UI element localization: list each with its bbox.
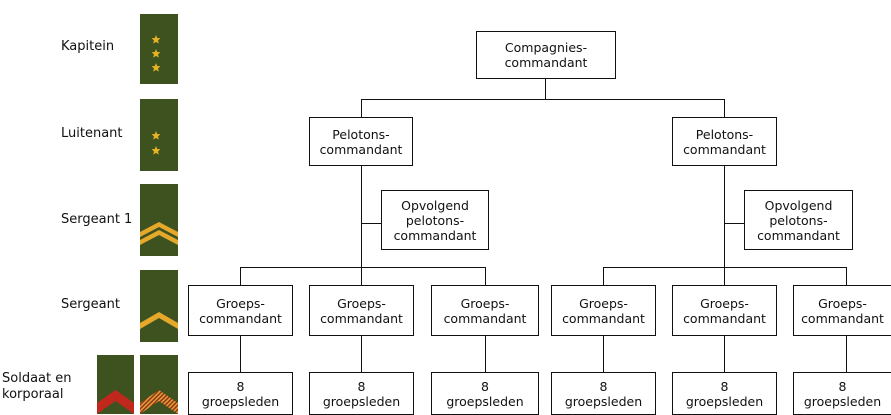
rank-label-soldaat-line2: korporaal [2, 387, 64, 402]
box-line: commandant [801, 310, 884, 326]
groepscommandant-box: Groeps- commandant [309, 285, 414, 336]
box-line: commandant [504, 55, 588, 70]
box-line: groepsleden [685, 393, 764, 409]
box-line: commandant [319, 141, 403, 157]
box-line: commandant [683, 310, 766, 326]
star-icon-group [151, 35, 161, 72]
opvolgend-pelotonscommandant-box-right: Opvolgend pelotons- commandant [744, 190, 853, 250]
groepsleden-box: 8 groepsleden [431, 372, 539, 415]
box-line: groepsleden [803, 393, 882, 409]
rank-label-kapitein: Kapitein [61, 39, 115, 54]
box-line: commandant [443, 310, 527, 326]
star-icon [151, 63, 161, 72]
box-line: Groeps- [700, 295, 749, 311]
box-line: groepsleden [322, 393, 401, 409]
groepscommandant-box: Groeps- commandant [551, 285, 656, 336]
star-icon [151, 131, 161, 140]
box-line: 8 [599, 378, 608, 394]
groepscommandant-box: Groeps- commandant [793, 285, 891, 336]
box-line: Groeps- [337, 295, 386, 311]
box-line: groepsleden [446, 393, 524, 409]
box-line: Groeps- [818, 295, 867, 311]
rank-label-luitenant: Luitenant [61, 126, 123, 141]
star-icon [151, 49, 161, 58]
korporaal-insignia [140, 355, 178, 414]
kapitein-insignia [140, 14, 178, 84]
star-icon-group [151, 131, 161, 155]
box-line: Compagnies- [504, 40, 588, 55]
rank-label-soldaat-korporaal: Soldaat en korporaal [2, 371, 71, 403]
groepsleden-box: 8 groepsleden [672, 372, 777, 415]
box-line: groepsleden [564, 393, 643, 409]
box-line: 8 [838, 378, 847, 394]
box-line: Opvolgend [401, 197, 469, 213]
box-line: commandant [320, 310, 403, 326]
chevron-icon [97, 390, 134, 414]
sergeant-insignia [140, 270, 178, 342]
groepscommandant-box: Groeps- commandant [188, 285, 293, 336]
groepscommandant-box: Groeps- commandant [672, 285, 777, 336]
rank-label-sergeant-1: Sergeant 1 [61, 212, 133, 227]
box-line: 8 [236, 378, 245, 394]
star-icon [151, 35, 161, 44]
box-line: commandant [683, 141, 766, 157]
rank-label-soldaat-line1: Soldaat en [2, 371, 72, 386]
groepsleden-box: 8 groepsleden [188, 372, 293, 415]
pelotonscommandant-box-left: Pelotons- commandant [309, 117, 413, 166]
groepsleden-box: 8 groepsleden [793, 372, 891, 415]
opvolgend-pelotonscommandant-box-left: Opvolgend pelotons- commandant [381, 190, 489, 250]
pelotonscommandant-box-right: Pelotons- commandant [672, 117, 777, 166]
box-line: commandant [562, 310, 645, 326]
chevron-icon [140, 390, 178, 414]
star-icon [151, 146, 161, 155]
groepscommandant-box: Groeps- commandant [431, 285, 539, 336]
box-line: commandant [199, 310, 282, 326]
groepsleden-box: 8 groepsleden [309, 372, 414, 415]
box-line: groepsleden [201, 393, 280, 409]
box-line: commandant [393, 227, 477, 243]
box-line: 8 [720, 378, 729, 394]
box-line: pelotons- [405, 212, 465, 228]
box-line: Pelotons- [332, 126, 390, 142]
soldaat-insignia [97, 355, 134, 414]
compagniescommandant-box: Compagnies- commandant [476, 31, 616, 79]
box-line: Pelotons- [695, 126, 754, 142]
sergeant-1-insignia [140, 184, 178, 256]
box-line: commandant [757, 227, 840, 243]
box-line: Opvolgend [764, 197, 833, 213]
box-line: Groeps- [579, 295, 628, 311]
groepsleden-box: 8 groepsleden [551, 372, 656, 415]
rank-label-sergeant: Sergeant [61, 297, 120, 312]
box-line: Groeps- [460, 295, 510, 311]
chevron-icon [140, 222, 178, 245]
box-line: Groeps- [216, 295, 265, 311]
box-line: pelotons- [769, 212, 828, 228]
box-line: 8 [357, 378, 366, 394]
chevron-icon [140, 312, 178, 329]
box-line: 8 [481, 378, 489, 394]
luitenant-insignia [140, 99, 178, 171]
